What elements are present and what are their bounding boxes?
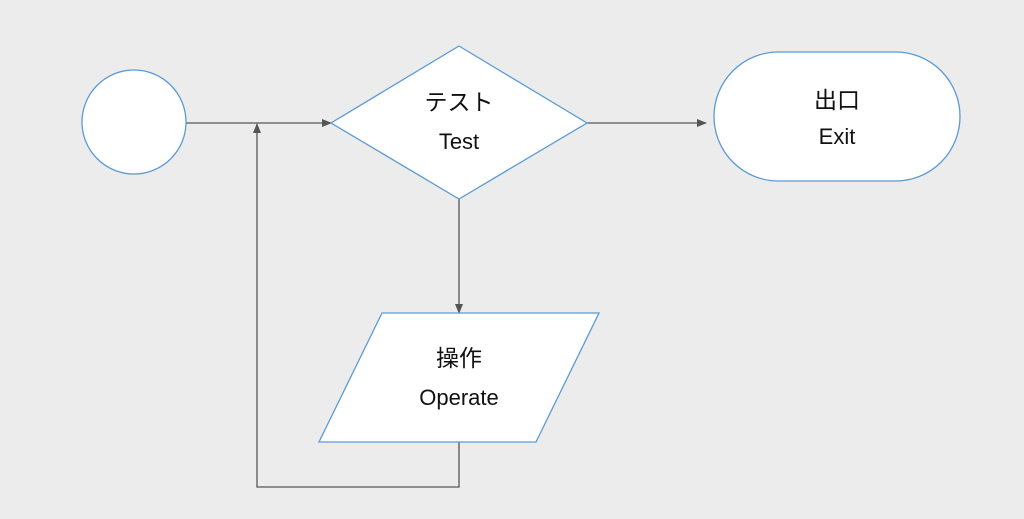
operate-node[interactable]: 操作 Operate	[317, 312, 601, 443]
exit-terminator	[713, 51, 961, 182]
edge-operate-loop-back	[253, 123, 460, 488]
start-node[interactable]	[81, 69, 187, 175]
operate-label-en: Operate	[419, 385, 499, 410]
operate-parallelogram	[317, 312, 601, 443]
test-label-jp: テスト	[425, 90, 494, 116]
exit-label-jp: 出口	[814, 88, 860, 114]
test-node[interactable]: テスト Test	[329, 45, 589, 200]
test-label-en: Test	[439, 129, 479, 154]
exit-label-en: Exit	[819, 124, 856, 149]
exit-node[interactable]: 出口 Exit	[713, 51, 961, 182]
operate-label-jp: 操作	[436, 346, 482, 372]
test-diamond	[329, 45, 589, 200]
